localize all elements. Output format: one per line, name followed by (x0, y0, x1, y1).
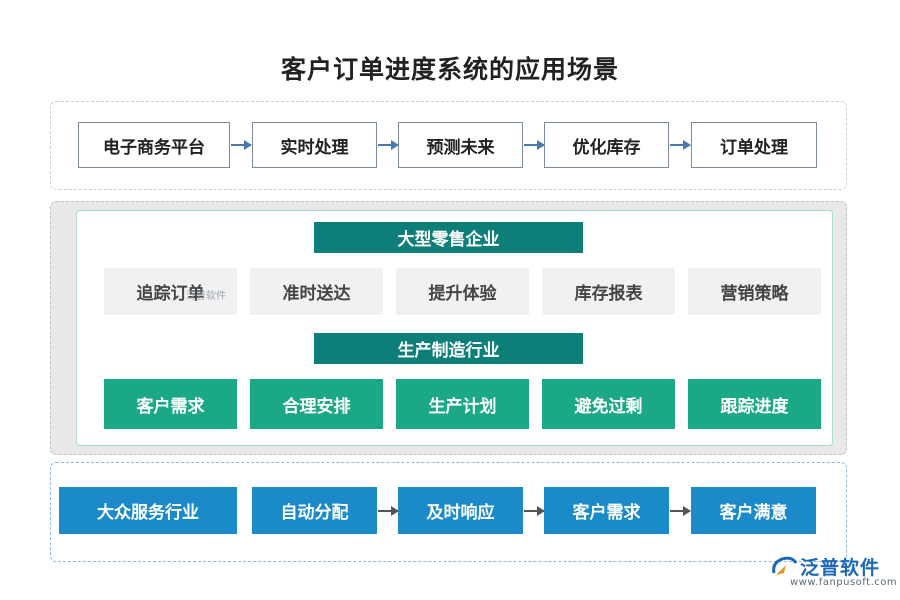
fanpu-logo-icon (772, 556, 798, 575)
retail-item-4: 库存报表 (542, 268, 675, 315)
top-flow-step-5: 订单处理 (691, 122, 817, 168)
bottom-flow-arrow-2 (524, 506, 545, 516)
top-flow-arrow-4 (670, 140, 691, 150)
retail-item-5: 营销策略 (688, 268, 821, 315)
manufacturing-item-3: 生产计划 (396, 379, 529, 429)
top-flow-step-2: 实时处理 (252, 122, 377, 168)
brand-watermark-text: 泛普软件 (800, 557, 881, 579)
top-flow-arrow-2 (378, 140, 399, 150)
manufacturing-item-1: 客户需求 (104, 379, 237, 429)
bottom-flow-step-2: 自动分配 (252, 487, 377, 534)
inline-watermark: 泛普软件 (186, 291, 226, 302)
bottom-flow-step-1: 大众服务行业 (59, 487, 237, 534)
bottom-flow-step-4: 客户需求 (544, 487, 669, 534)
manufacturing-item-5: 跟踪进度 (688, 379, 821, 429)
manufacturing-banner: 生产制造行业 (314, 333, 583, 364)
top-flow-step-1: 电子商务平台 (78, 122, 230, 168)
bottom-flow-step-5: 客户满意 (691, 487, 816, 534)
top-flow-step-4: 优化库存 (544, 122, 669, 168)
top-flow-section (50, 101, 847, 190)
top-flow-step-3: 预测未来 (398, 122, 523, 168)
brand-watermark-url: www.fanpusoft.com (790, 577, 898, 588)
top-flow-arrow-1 (231, 140, 252, 150)
retail-banner: 大型零售企业 (314, 222, 583, 253)
bottom-flow-step-3: 及时响应 (398, 487, 523, 534)
manufacturing-item-2: 合理安排 (250, 379, 383, 429)
bottom-flow-arrow-1 (378, 506, 399, 516)
diagram-title: 客户订单进度系统的应用场景 (280, 55, 619, 84)
retail-item-3: 提升体验 (396, 268, 529, 315)
retail-item-2: 准时送达 (250, 268, 383, 315)
bottom-flow-section (50, 462, 847, 562)
manufacturing-item-4: 避免过剩 (542, 379, 675, 429)
top-flow-arrow-3 (524, 140, 545, 150)
retail-item-1: 追踪订单 (104, 268, 237, 315)
bottom-flow-arrow-3 (670, 506, 691, 516)
